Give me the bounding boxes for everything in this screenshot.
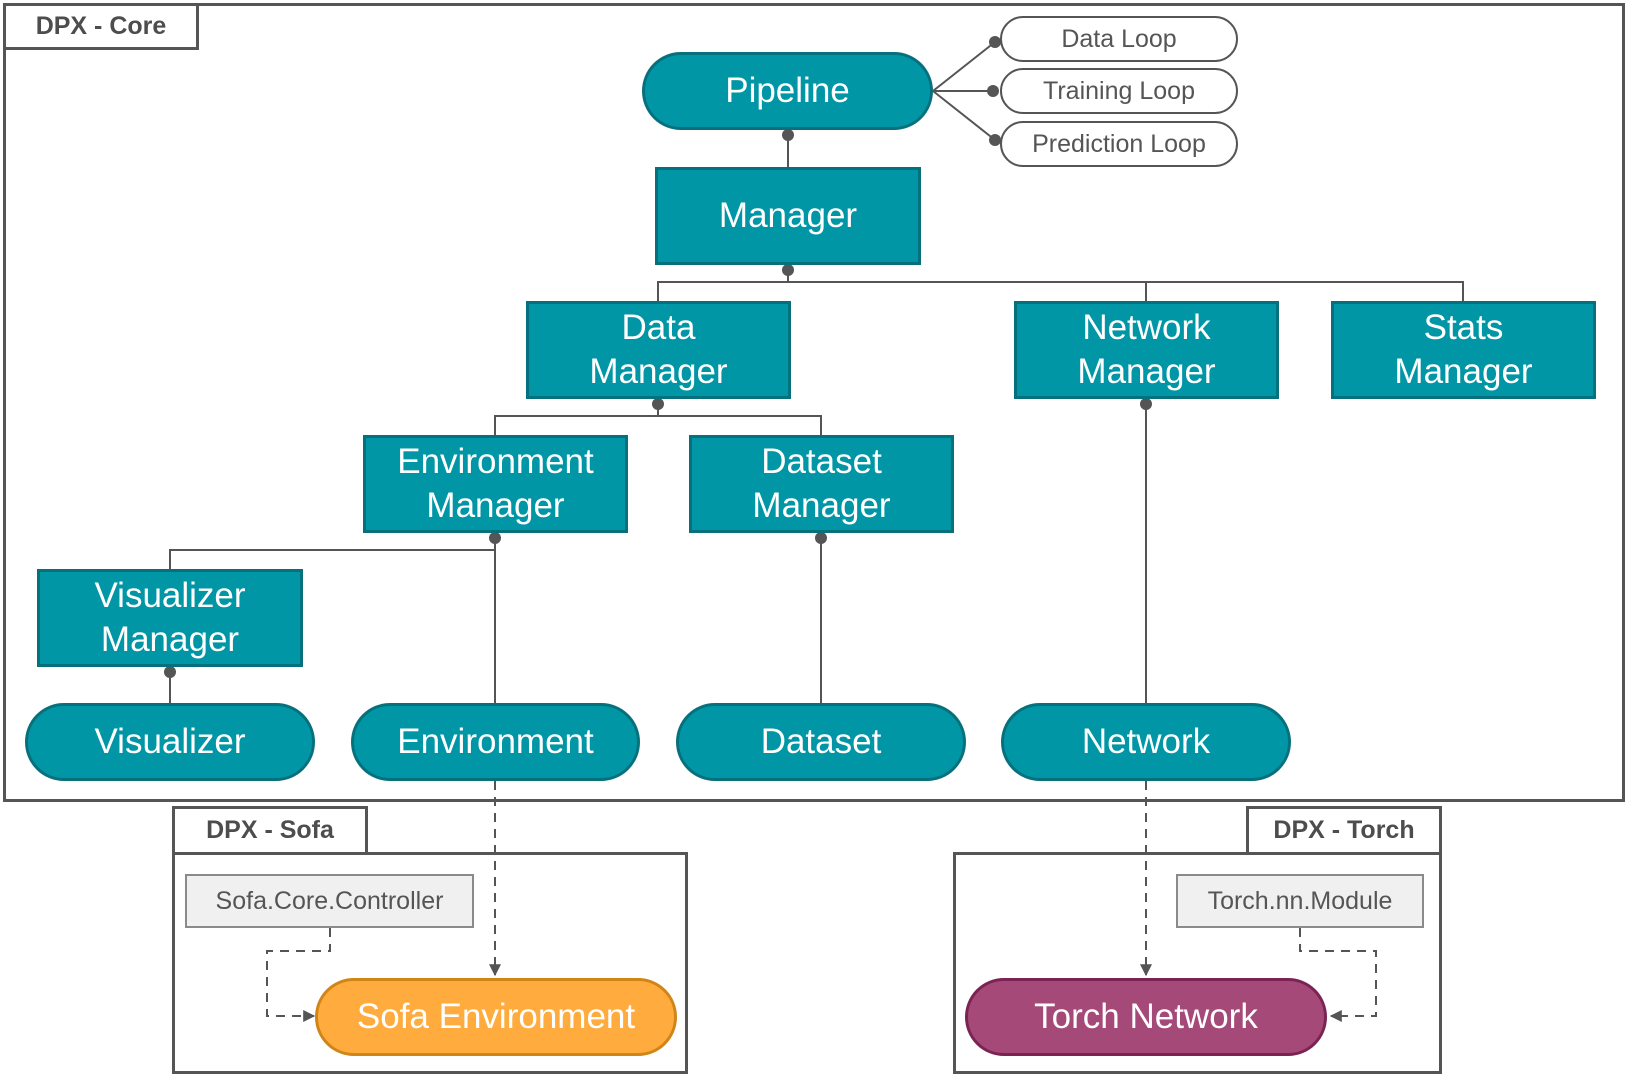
dpx-core-label: DPX - Core [3, 3, 199, 50]
training-loop-node[interactable]: Training Loop [1000, 68, 1238, 114]
manager-branches [657, 281, 1464, 301]
pipeline-label: Pipeline [725, 71, 850, 110]
connector-dot [987, 85, 999, 97]
dataset-manager-node[interactable]: Dataset Manager [689, 435, 954, 533]
torch-network-label: Torch Network [1034, 997, 1258, 1036]
connector-dot [164, 666, 176, 678]
network-manager-node[interactable]: Network Manager [1014, 301, 1279, 399]
dpx-sofa-label: DPX - Sofa [172, 806, 368, 855]
data-manager-node[interactable]: Data Manager [526, 301, 791, 399]
stats-manager-label-line1: Stats [1423, 308, 1504, 347]
visualizer-manager-label-line2: Manager [100, 620, 240, 659]
network-node[interactable]: Network [1001, 703, 1291, 781]
connector-dot [1140, 398, 1152, 410]
visualizer-manager-node[interactable]: Visualizer Manager [37, 569, 303, 667]
torch-nn-module-class[interactable]: Torch.nn.Module [1176, 874, 1424, 928]
dpx-torch-frame [953, 852, 1442, 1074]
visualizer-manager-label-line1: Visualizer [94, 576, 246, 615]
visualizer-label: Visualizer [94, 722, 246, 761]
network-manager-label-line2: Manager [1077, 352, 1216, 391]
sofa-environment-node[interactable]: Sofa Environment [315, 978, 677, 1056]
network-manager-label-line1: Network [1082, 308, 1211, 347]
pipeline-prediction-loop-link [932, 90, 996, 141]
visualizer-node[interactable]: Visualizer [25, 703, 315, 781]
environment-node[interactable]: Environment [351, 703, 640, 781]
stats-manager-label-line2: Manager [1394, 352, 1533, 391]
connector-dot [489, 532, 501, 544]
data-manager-label-line1: Data [621, 308, 696, 347]
connector-dot [782, 129, 794, 141]
dataset-manager-label-line2: Manager [752, 486, 891, 525]
data-loop-node[interactable]: Data Loop [1000, 16, 1238, 62]
pipeline-data-loop-link [932, 41, 996, 92]
environment-manager-label-line1: Environment [397, 442, 594, 481]
connector-dot [782, 264, 794, 276]
data-manager-label-line2: Manager [589, 352, 728, 391]
sofa-controller-inheritance-arrow [266, 928, 331, 1022]
dpx-sofa-frame [172, 852, 688, 1074]
dpx-core-frame [3, 3, 1625, 802]
prediction-loop-node[interactable]: Prediction Loop [1000, 121, 1238, 167]
torch-network-node[interactable]: Torch Network [965, 978, 1327, 1056]
environment-manager-visualizer-branch [169, 549, 495, 569]
dataset-manager-label-line1: Dataset [761, 442, 882, 481]
connector-dot [815, 532, 827, 544]
environment-label: Environment [397, 722, 594, 761]
manager-node[interactable]: Manager [655, 167, 921, 265]
pipeline-node[interactable]: Pipeline [642, 52, 933, 130]
sofa-environment-label: Sofa Environment [356, 997, 636, 1036]
environment-manager-label-line2: Manager [426, 486, 565, 525]
sofa-core-controller-class[interactable]: Sofa.Core.Controller [185, 874, 474, 928]
connector-dot [989, 36, 1001, 48]
manager-label: Manager [718, 196, 858, 235]
connector-dot [652, 398, 664, 410]
environment-manager-node[interactable]: Environment Manager [363, 435, 628, 533]
network-label: Network [1081, 722, 1211, 761]
dpx-torch-label: DPX - Torch [1246, 806, 1442, 855]
dataset-node[interactable]: Dataset [676, 703, 966, 781]
torch-module-inheritance-arrow [1299, 928, 1377, 1022]
dataset-label: Dataset [760, 722, 882, 761]
stats-manager-node[interactable]: Stats Manager [1331, 301, 1596, 399]
connector-dot [989, 134, 1001, 146]
data-manager-branches [494, 415, 822, 435]
